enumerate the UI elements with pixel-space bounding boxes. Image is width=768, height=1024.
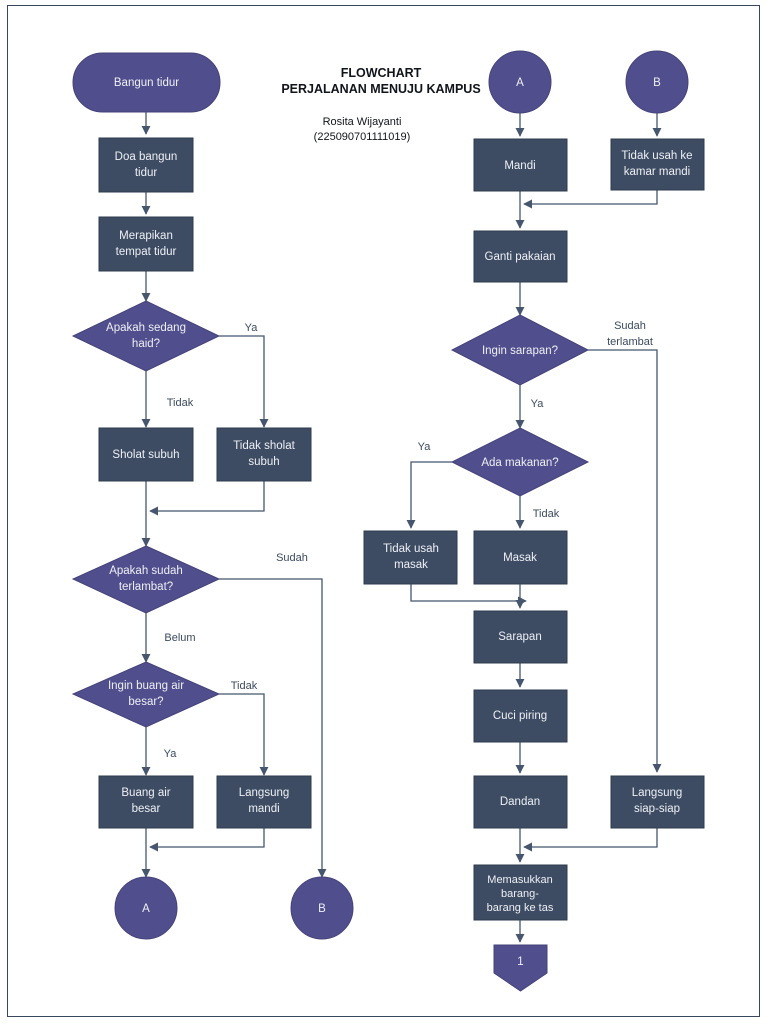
node-apakah-sudah-terlambat[interactable]: Apakah sudah terlambat? — [71, 545, 221, 614]
node-label-line-2: terlambat? — [119, 581, 173, 593]
node-merapikan-tempat-tidur[interactable]: Merapikan tempat tidur — [98, 216, 194, 272]
node-label-line-2: tempat tidur — [116, 246, 177, 258]
node-buang-air-besar[interactable]: Buang air besar — [98, 775, 194, 829]
student-id: (225090701111019) — [314, 131, 411, 143]
node-ada-makanan[interactable]: Ada makanan? — [450, 427, 590, 497]
node-label-line-2: barang- — [501, 888, 539, 900]
node-label-line-1: Apakah sudah — [109, 565, 183, 577]
node-langsung-mandi[interactable]: Langsung mandi — [216, 775, 312, 829]
node-tidak-usah-masak[interactable]: Tidak usah masak — [363, 530, 458, 585]
node-label-line-1: Tidak usah — [383, 543, 439, 555]
edge-bab-langsungmandi — [219, 693, 269, 776]
node-label-line-2: kamar mandi — [624, 166, 690, 178]
node-label-line-1: Doa bangun — [115, 151, 178, 163]
node-label-line-2: mandi — [248, 803, 279, 815]
node-label: Sarapan — [498, 631, 541, 643]
edge-label-ya-bab: Ya — [164, 748, 178, 760]
node-label-line-1: Buang air — [121, 787, 170, 799]
node-label-line-2: besar — [132, 803, 161, 815]
edge-label-belum: Belum — [164, 632, 195, 644]
connector-off-page-1[interactable]: 1 — [493, 944, 548, 992]
connector-label: B — [318, 903, 326, 915]
edge-label-ya-haid: Ya — [245, 322, 259, 334]
connector-b-out[interactable]: B — [290, 876, 354, 940]
edge-siapsiap-merge — [523, 828, 658, 852]
node-label-line-1: Langsung — [632, 787, 683, 799]
node-label: Mandi — [504, 160, 535, 172]
node-dandan[interactable]: Dandan — [473, 775, 568, 829]
node-label: Ada makanan? — [481, 457, 558, 469]
edge-haid-tidaksholat — [219, 335, 269, 428]
author-name: Rosita Wijayanti — [323, 116, 402, 128]
edge-label-sudah-terlambat-line2: terlambat — [607, 336, 653, 348]
node-label: Ingin sarapan? — [482, 345, 558, 357]
node-cuci-piring[interactable]: Cuci piring — [473, 689, 568, 743]
node-label-line-2: besar? — [128, 696, 163, 708]
node-label-line-1: Tidak sholat — [233, 440, 295, 452]
node-bangun-tidur[interactable]: Bangun tidur — [72, 52, 221, 113]
edge-tidakmasak-merge — [410, 584, 527, 606]
connector-label: B — [653, 77, 661, 89]
node-label-line-2: subuh — [248, 456, 279, 468]
node-label-line-1: Apakah sedang — [106, 322, 186, 334]
edge-label-ya-makanan: Ya — [418, 441, 432, 453]
node-label-line-1: Merapikan — [119, 230, 173, 242]
edge-label-tidak-haid: Tidak — [167, 397, 194, 409]
edge-tidaksholat-merge — [149, 481, 265, 516]
node-label: Sholat subuh — [112, 449, 179, 461]
node-memasukkan-barang-ke-tas[interactable]: Memasukkan barang- barang ke tas — [473, 864, 568, 921]
connector-a-out[interactable]: A — [114, 876, 178, 940]
connector-label: 1 — [517, 956, 523, 968]
node-tidak-usah-ke-kamar-mandi[interactable]: Tidak usah ke kamar mandi — [610, 138, 705, 191]
node-sarapan[interactable]: Sarapan — [473, 610, 568, 664]
title-line-1: FLOWCHART — [341, 66, 422, 80]
node-label-line-2: tidur — [135, 167, 158, 179]
node-label-line-2: haid? — [132, 338, 160, 350]
node-label-line-2: siap-siap — [634, 803, 680, 815]
node-ganti-pakaian[interactable]: Ganti pakaian — [473, 230, 568, 283]
edge-terlambat-b — [219, 578, 327, 878]
connector-label: A — [142, 903, 150, 915]
node-apakah-sedang-haid[interactable]: Apakah sedang haid? — [71, 300, 221, 372]
node-tidak-sholat-subuh[interactable]: Tidak sholat subuh — [216, 427, 312, 482]
node-langsung-siap-siap[interactable]: Langsung siap-siap — [610, 775, 705, 829]
edge-label-ya-sarapan: Ya — [531, 398, 545, 410]
node-label: Cuci piring — [493, 710, 547, 722]
edge-label-sudah-terlambat: Sudah — [276, 552, 308, 564]
node-label-line-2: masak — [394, 559, 428, 571]
node-doa-bangun-tidur[interactable]: Doa bangun tidur — [98, 137, 194, 193]
edge-label-tidak-bab: Tidak — [231, 680, 258, 692]
node-label-line-1: Memasukkan — [487, 874, 552, 886]
node-label: Bangun tidur — [114, 77, 179, 89]
node-mandi[interactable]: Mandi — [473, 138, 568, 192]
node-masak[interactable]: Masak — [473, 530, 568, 585]
edge-langsungmandi-merge — [149, 828, 265, 852]
edge-label-tidak-makanan: Tidak — [533, 508, 560, 520]
title-line-2: PERJALANAN MENUJU KAMPUS — [281, 82, 480, 96]
edge-tidakkamar-merge — [523, 189, 658, 209]
node-sholat-subuh[interactable]: Sholat subuh — [98, 427, 194, 482]
edge-makananq-tidakmasak — [406, 461, 452, 529]
node-label: Dandan — [500, 796, 540, 808]
node-label: Masak — [503, 552, 537, 564]
edge-sarapanq-siapsiap — [588, 349, 662, 773]
edge-label-sudah-terlambat-line1: Sudah — [614, 320, 646, 332]
node-label-line-1: Ingin buang air — [108, 680, 184, 692]
connector-a-in[interactable]: A — [488, 50, 552, 114]
node-label-line-1: Langsung — [239, 787, 290, 799]
connector-label: A — [516, 77, 524, 89]
node-label-line-3: barang ke tas — [487, 902, 554, 914]
node-ingin-buang-air-besar[interactable]: Ingin buang air besar? — [71, 661, 221, 728]
connector-b-in[interactable]: B — [625, 50, 689, 114]
node-label: Ganti pakaian — [485, 251, 556, 263]
node-label-line-1: Tidak usah ke — [621, 150, 692, 162]
node-ingin-sarapan[interactable]: Ingin sarapan? — [450, 314, 590, 386]
